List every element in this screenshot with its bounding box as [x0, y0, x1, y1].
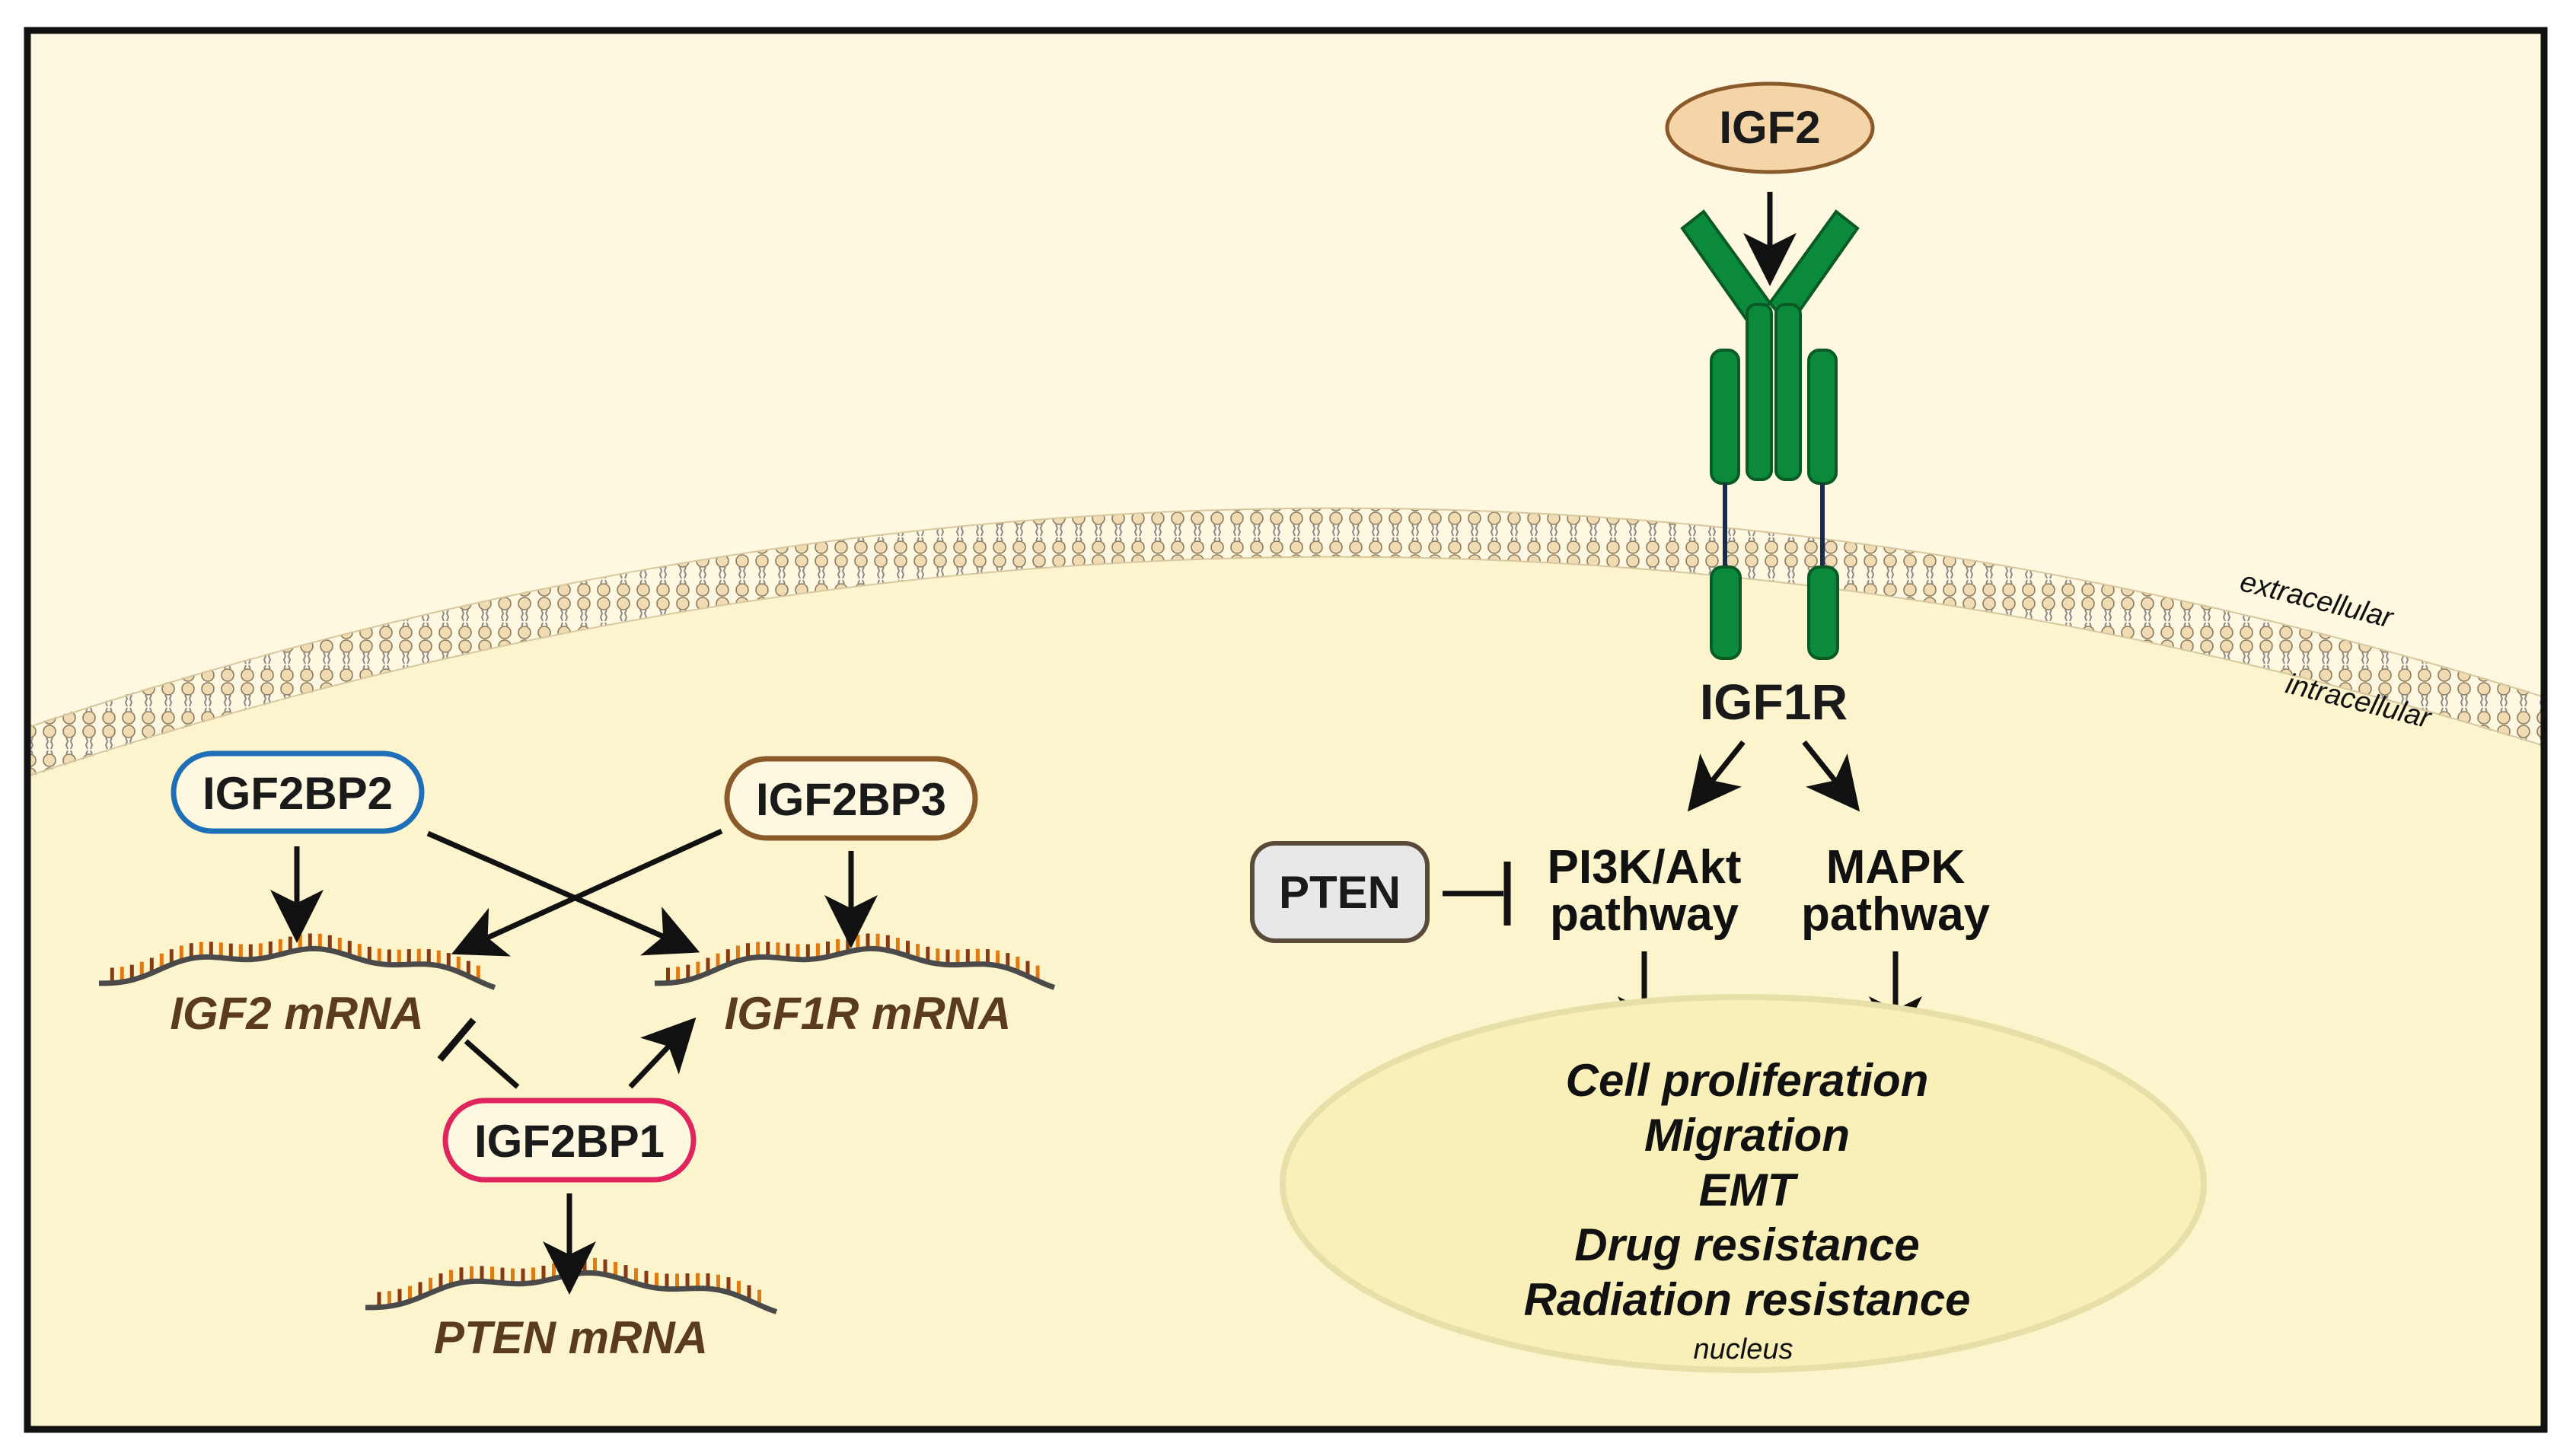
igf2-ligand: IGF2: [1665, 81, 1875, 174]
igf1r-mrna-label: IGF1R mRNA: [725, 988, 1012, 1039]
pten-mrna-label: PTEN mRNA: [434, 1312, 708, 1363]
mapk-line1: MAPK: [1826, 841, 1966, 894]
igf1r-receptor-icon: [1680, 209, 1860, 660]
igf1r-to-pi3k-arrow: [1687, 740, 1746, 812]
pi3k-akt-pathway: PI3K/Akt pathway: [1548, 841, 1742, 941]
igf2bp1-to-igf1r-mrna-arrow: [628, 1017, 697, 1089]
pten-label: PTEN: [1279, 867, 1401, 918]
mapk-line2: pathway: [1801, 888, 1991, 941]
igf2bp3-label: IGF2BP3: [756, 774, 946, 825]
pten-node: PTEN: [1250, 841, 1430, 943]
igf2bp1-node: IGF2BP1: [442, 1098, 697, 1183]
igf2-mrna-label: IGF2 mRNA: [170, 988, 423, 1039]
pi3k-line1: PI3K/Akt: [1548, 841, 1742, 894]
nucleus: [1280, 994, 2207, 1373]
igf2bp1-label: IGF2BP1: [474, 1116, 665, 1167]
mrna-backbone: [654, 945, 1056, 990]
outcome-4: Drug resistance: [1574, 1219, 1920, 1270]
cell-membrane: [27, 508, 2544, 778]
nucleus-label: nucleus: [1694, 1333, 1793, 1365]
outcome-2: Migration: [1644, 1110, 1850, 1161]
igf2bp2-node: IGF2BP2: [171, 750, 425, 834]
igf1r-mrna-strand-icon: [654, 933, 1056, 990]
igf2-mrna-inhibition-bar: [437, 1018, 477, 1062]
membrane-outer-edge: [27, 507, 2544, 728]
igf1r-label: IGF1R: [1700, 674, 1848, 730]
igf2bp2-to-igf1r-mrna-arrow: [426, 830, 700, 956]
igf2bp1-inhibits-igf2-mrna: [464, 1039, 520, 1089]
igf2-label: IGF2: [1719, 102, 1820, 153]
outcome-3: EMT: [1699, 1164, 1799, 1215]
igf1r-to-mapk-arrow: [1802, 740, 1860, 812]
membrane-inner-edge: [27, 556, 2544, 777]
mrna-backbone: [98, 945, 496, 990]
igf2bp2-label: IGF2BP2: [202, 768, 393, 819]
frame-border: [24, 27, 2548, 1433]
igf2bp3-to-igf2-mrna-arrow: [451, 828, 723, 957]
outcome-5: Radiation resistance: [1524, 1274, 1971, 1325]
mapk-pathway: MAPK pathway: [1801, 841, 1991, 941]
pi3k-line2: pathway: [1550, 888, 1739, 941]
outcome-1: Cell proliferation: [1566, 1055, 1929, 1106]
igf2bp3-node: IGF2BP3: [724, 756, 978, 841]
